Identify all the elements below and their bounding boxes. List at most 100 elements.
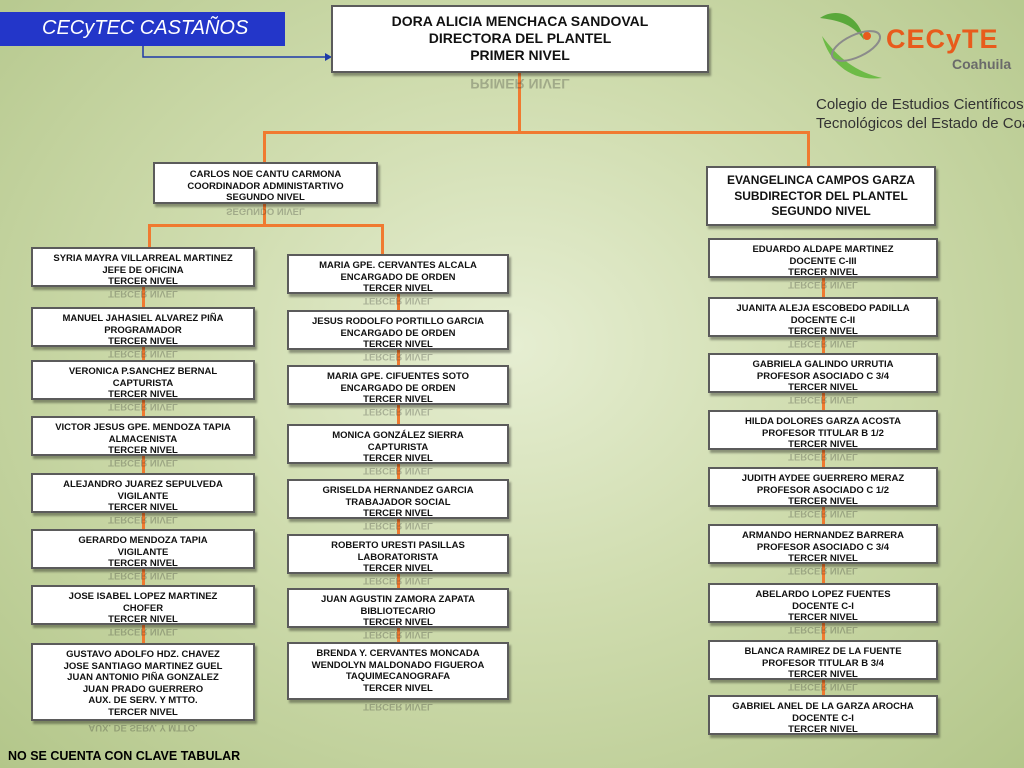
node-level: TERCER NIVEL bbox=[788, 267, 858, 279]
node-detail: JUAN ANTONIO PIÑA GONZALEZ bbox=[67, 672, 219, 684]
node-name: ABELARDO LOPEZ FUENTES bbox=[755, 589, 891, 600]
node-detail: PROFESOR ASOCIADO C 3/4 bbox=[756, 370, 890, 382]
level-reflection: TERCER NIVEL bbox=[363, 629, 433, 640]
level-reflection: TERCER NIVEL bbox=[108, 514, 178, 525]
node-name: VICTOR JESUS GPE. MENDOZA TAPIA bbox=[55, 422, 231, 433]
coordinator-name: CARLOS NOE CANTU CARMONA bbox=[189, 169, 342, 180]
connector-top-horizontal bbox=[263, 131, 810, 134]
node-level: TERCER NIVEL bbox=[363, 394, 433, 406]
node-detail: LABORATORISTA bbox=[357, 551, 439, 563]
level-reflection: TERCER NIVEL bbox=[788, 338, 858, 349]
node-level: TERCER NIVEL bbox=[363, 682, 433, 694]
node-name: ARMANDO HERNANDEZ BARRERA bbox=[741, 530, 905, 541]
level-reflection: TERCER NIVEL bbox=[363, 465, 433, 476]
node-name: ALEJANDRO JUAREZ SEPULVEDA bbox=[63, 479, 223, 490]
connector-to-subdirector bbox=[807, 131, 810, 168]
node-level: TERCER NIVEL bbox=[788, 669, 858, 681]
node-level: TERCER NIVEL bbox=[788, 496, 858, 508]
cecyte-logo: CECyTE Coahuila bbox=[812, 6, 1017, 86]
node-detail: JUAN PRADO GUERRERO bbox=[82, 683, 204, 695]
node-detail: WENDOLYN MALDONADO FIGUEROA bbox=[311, 659, 485, 671]
node-detail: DOCENTE C-I bbox=[792, 600, 854, 612]
director-level: PRIMER NIVEL bbox=[470, 47, 570, 63]
node-detail: CHOFER bbox=[122, 602, 164, 614]
node-level: TERCER NIVEL bbox=[788, 553, 858, 565]
node-name: JESUS RODOLFO PORTILLO GARCIA bbox=[311, 316, 485, 327]
level-reflection: AUX. DE SERV. Y MTTO. bbox=[88, 722, 198, 733]
node-name: JUANITA ALEJA ESCOBEDO PADILLA bbox=[736, 303, 910, 314]
node-detail: ENCARGADO DE ORDEN bbox=[340, 327, 456, 339]
node-level: TERCER NIVEL bbox=[108, 614, 178, 626]
level-reflection: TERCER NIVEL bbox=[363, 351, 433, 362]
node-detail: DOCENTE C-I bbox=[792, 712, 854, 724]
coordinator-role: COORDINADOR ADMINISTARTIVO bbox=[187, 180, 344, 192]
level-reflection: TERCER NIVEL bbox=[108, 348, 178, 359]
node-level: TERCER NIVEL bbox=[788, 724, 858, 736]
node-detail: PROFESOR ASOCIADO C 1/2 bbox=[756, 484, 890, 496]
node-name: HILDA DOLORES GARZA ACOSTA bbox=[744, 416, 902, 427]
node-detail: ALMACENISTA bbox=[108, 433, 178, 445]
node-level: TERCER NIVEL bbox=[788, 612, 858, 624]
node-detail: PROGRAMADOR bbox=[104, 324, 182, 336]
college-name-line1: Colegio de Estudios Científicos y bbox=[816, 96, 1024, 113]
campus-banner: CECyTEC CASTAÑOS bbox=[0, 12, 285, 46]
node-level: TERCER NIVEL bbox=[108, 389, 178, 401]
connector-to-coordinator bbox=[263, 131, 266, 163]
node-level: TERCER NIVEL bbox=[108, 558, 178, 570]
node-level: TERCER NIVEL bbox=[363, 617, 433, 629]
node-name: MANUEL JAHASIEL ALVAREZ PIÑA bbox=[62, 313, 224, 324]
level-reflection: TERCER NIVEL bbox=[788, 681, 858, 692]
node-name: JOSE ISABEL LOPEZ MARTINEZ bbox=[68, 591, 218, 602]
node-detail: ENCARGADO DE ORDEN bbox=[340, 382, 456, 394]
level-reflection: TERCER NIVEL bbox=[788, 451, 858, 462]
coordinator-level: SEGUNDO NIVEL bbox=[226, 192, 305, 204]
level-reflection: TERCER NIVEL bbox=[363, 575, 433, 586]
node-level: TERCER NIVEL bbox=[788, 326, 858, 338]
node-name: JUDITH AYDEE GUERRERO MERAZ bbox=[741, 473, 905, 484]
node-detail: PROFESOR ASOCIADO C 3/4 bbox=[756, 541, 890, 553]
level-reflection: TERCER NIVEL bbox=[363, 701, 433, 712]
node-level: TERCER NIVEL bbox=[363, 508, 433, 520]
node-name: GERARDO MENDOZA TAPIA bbox=[78, 535, 208, 546]
node-name: MONICA GONZÁLEZ SIERRA bbox=[332, 430, 464, 441]
node-name: EDUARDO ALDAPE MARTINEZ bbox=[752, 244, 894, 255]
node-name: SYRIA MAYRA VILLARREAL MARTINEZ bbox=[53, 253, 233, 264]
node-level: TERCER NIVEL bbox=[363, 453, 433, 465]
level-reflection: TERCER NIVEL bbox=[108, 401, 178, 412]
node-detail: JEFE DE OFICINA bbox=[102, 264, 184, 276]
connector-middle-column bbox=[381, 224, 384, 254]
node-level: TERCER NIVEL bbox=[788, 382, 858, 394]
banner-arrow bbox=[142, 46, 332, 61]
level-reflection: TERCER NIVEL bbox=[363, 520, 433, 531]
connector-left-column bbox=[148, 224, 151, 247]
subdirector-level: SEGUNDO NIVEL bbox=[771, 204, 871, 218]
subdirector-name: EVANGELINCA CAMPOS GARZA bbox=[726, 173, 915, 187]
node-detail: PROFESOR TITULAR B 3/4 bbox=[762, 657, 884, 669]
level-reflection: TERCER NIVEL bbox=[108, 457, 178, 468]
director-box: DORA ALICIA MENCHACA SANDOVAL DIRECTORA … bbox=[331, 5, 709, 73]
node-name: BRENDA Y. CERVANTES MONCADA bbox=[316, 648, 480, 659]
subdirector-box: EVANGELINCA CAMPOS GARZA SUBDIRECTOR DEL… bbox=[706, 166, 936, 226]
node-name: GABRIELA GALINDO URRUTIA bbox=[752, 359, 894, 370]
node-level: TERCER NIVEL bbox=[363, 283, 433, 295]
node-level: TERCER NIVEL bbox=[108, 336, 178, 348]
node-name: BLANCA RAMIREZ DE LA FUENTE bbox=[744, 646, 902, 657]
